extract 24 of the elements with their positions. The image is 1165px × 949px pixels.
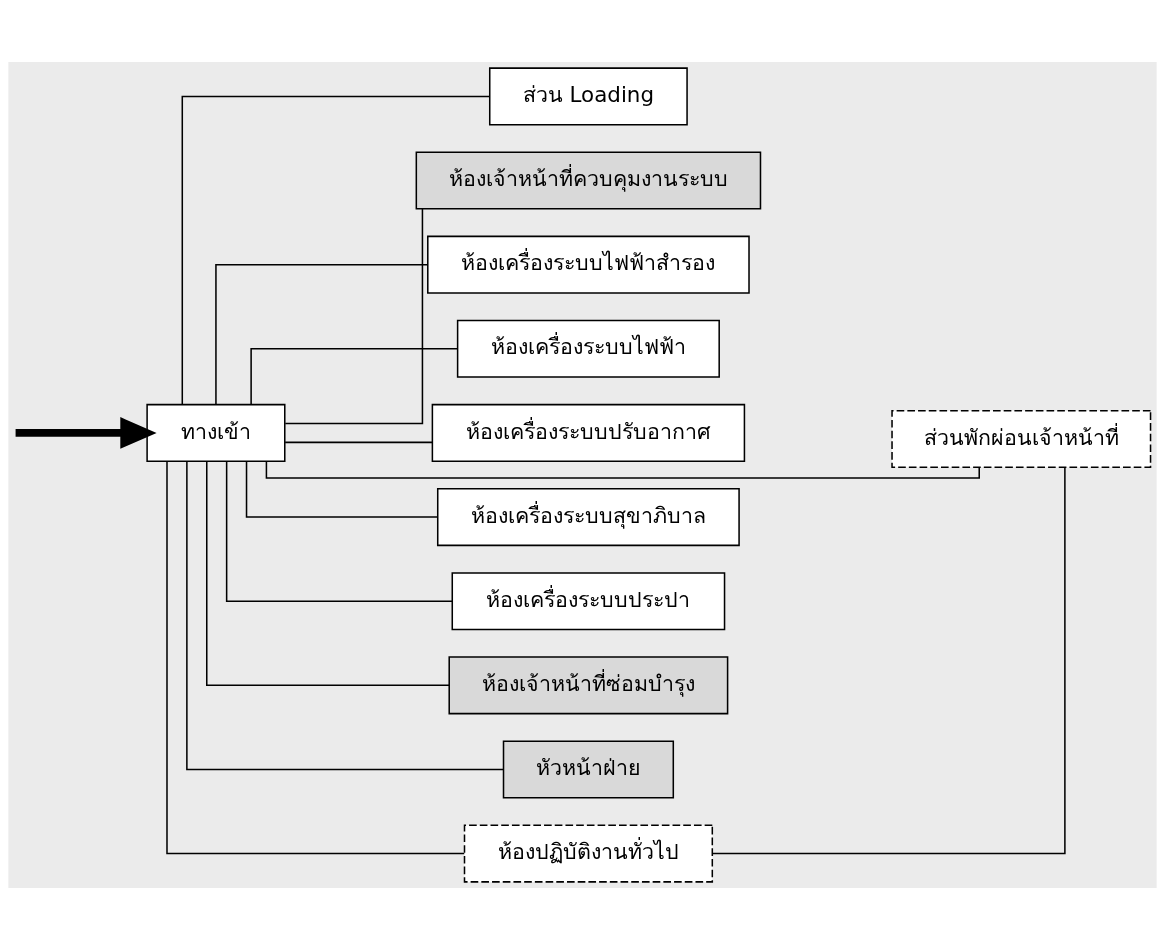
connector: [245, 460, 439, 518]
connector: [265, 460, 980, 479]
connector: [206, 460, 450, 686]
node-box: ห้องเจ้าหน้าที่ควบคุมงานระบบ: [415, 151, 762, 210]
node-box: ห้องเครื่องระบบปรับอากาศ: [431, 403, 746, 462]
node-box: ส่วน Loading: [488, 66, 688, 125]
node-box: ห้องปฏิบัติงานทั่วไป: [463, 824, 714, 883]
node-box: ห้องเจ้าหน้าที่ซ่อมบำรุง: [448, 655, 729, 714]
node-box: ห้องเครื่องระบบประปา: [451, 571, 726, 630]
node-box: ห้องเครื่องระบบไฟฟ้าสำรอง: [427, 235, 750, 294]
connector: [711, 466, 1066, 854]
connector: [250, 347, 459, 405]
connector: [215, 263, 429, 405]
connector: [284, 207, 424, 424]
node-box: ห้องเครื่องระบบสุขาภิบาล: [436, 487, 740, 546]
node-box: ทางเข้า: [146, 403, 286, 462]
connector: [186, 460, 504, 770]
connector: [181, 95, 491, 405]
connector: [166, 460, 465, 854]
node-box: หัวหน้าฝ่าย: [502, 739, 675, 798]
connector: [225, 460, 453, 602]
node-box: ห้องเครื่องระบบไฟฟ้า: [456, 319, 720, 378]
connector: [284, 441, 434, 443]
node-box: ส่วนพักผ่อนเจ้าหน้าที่: [891, 409, 1152, 468]
